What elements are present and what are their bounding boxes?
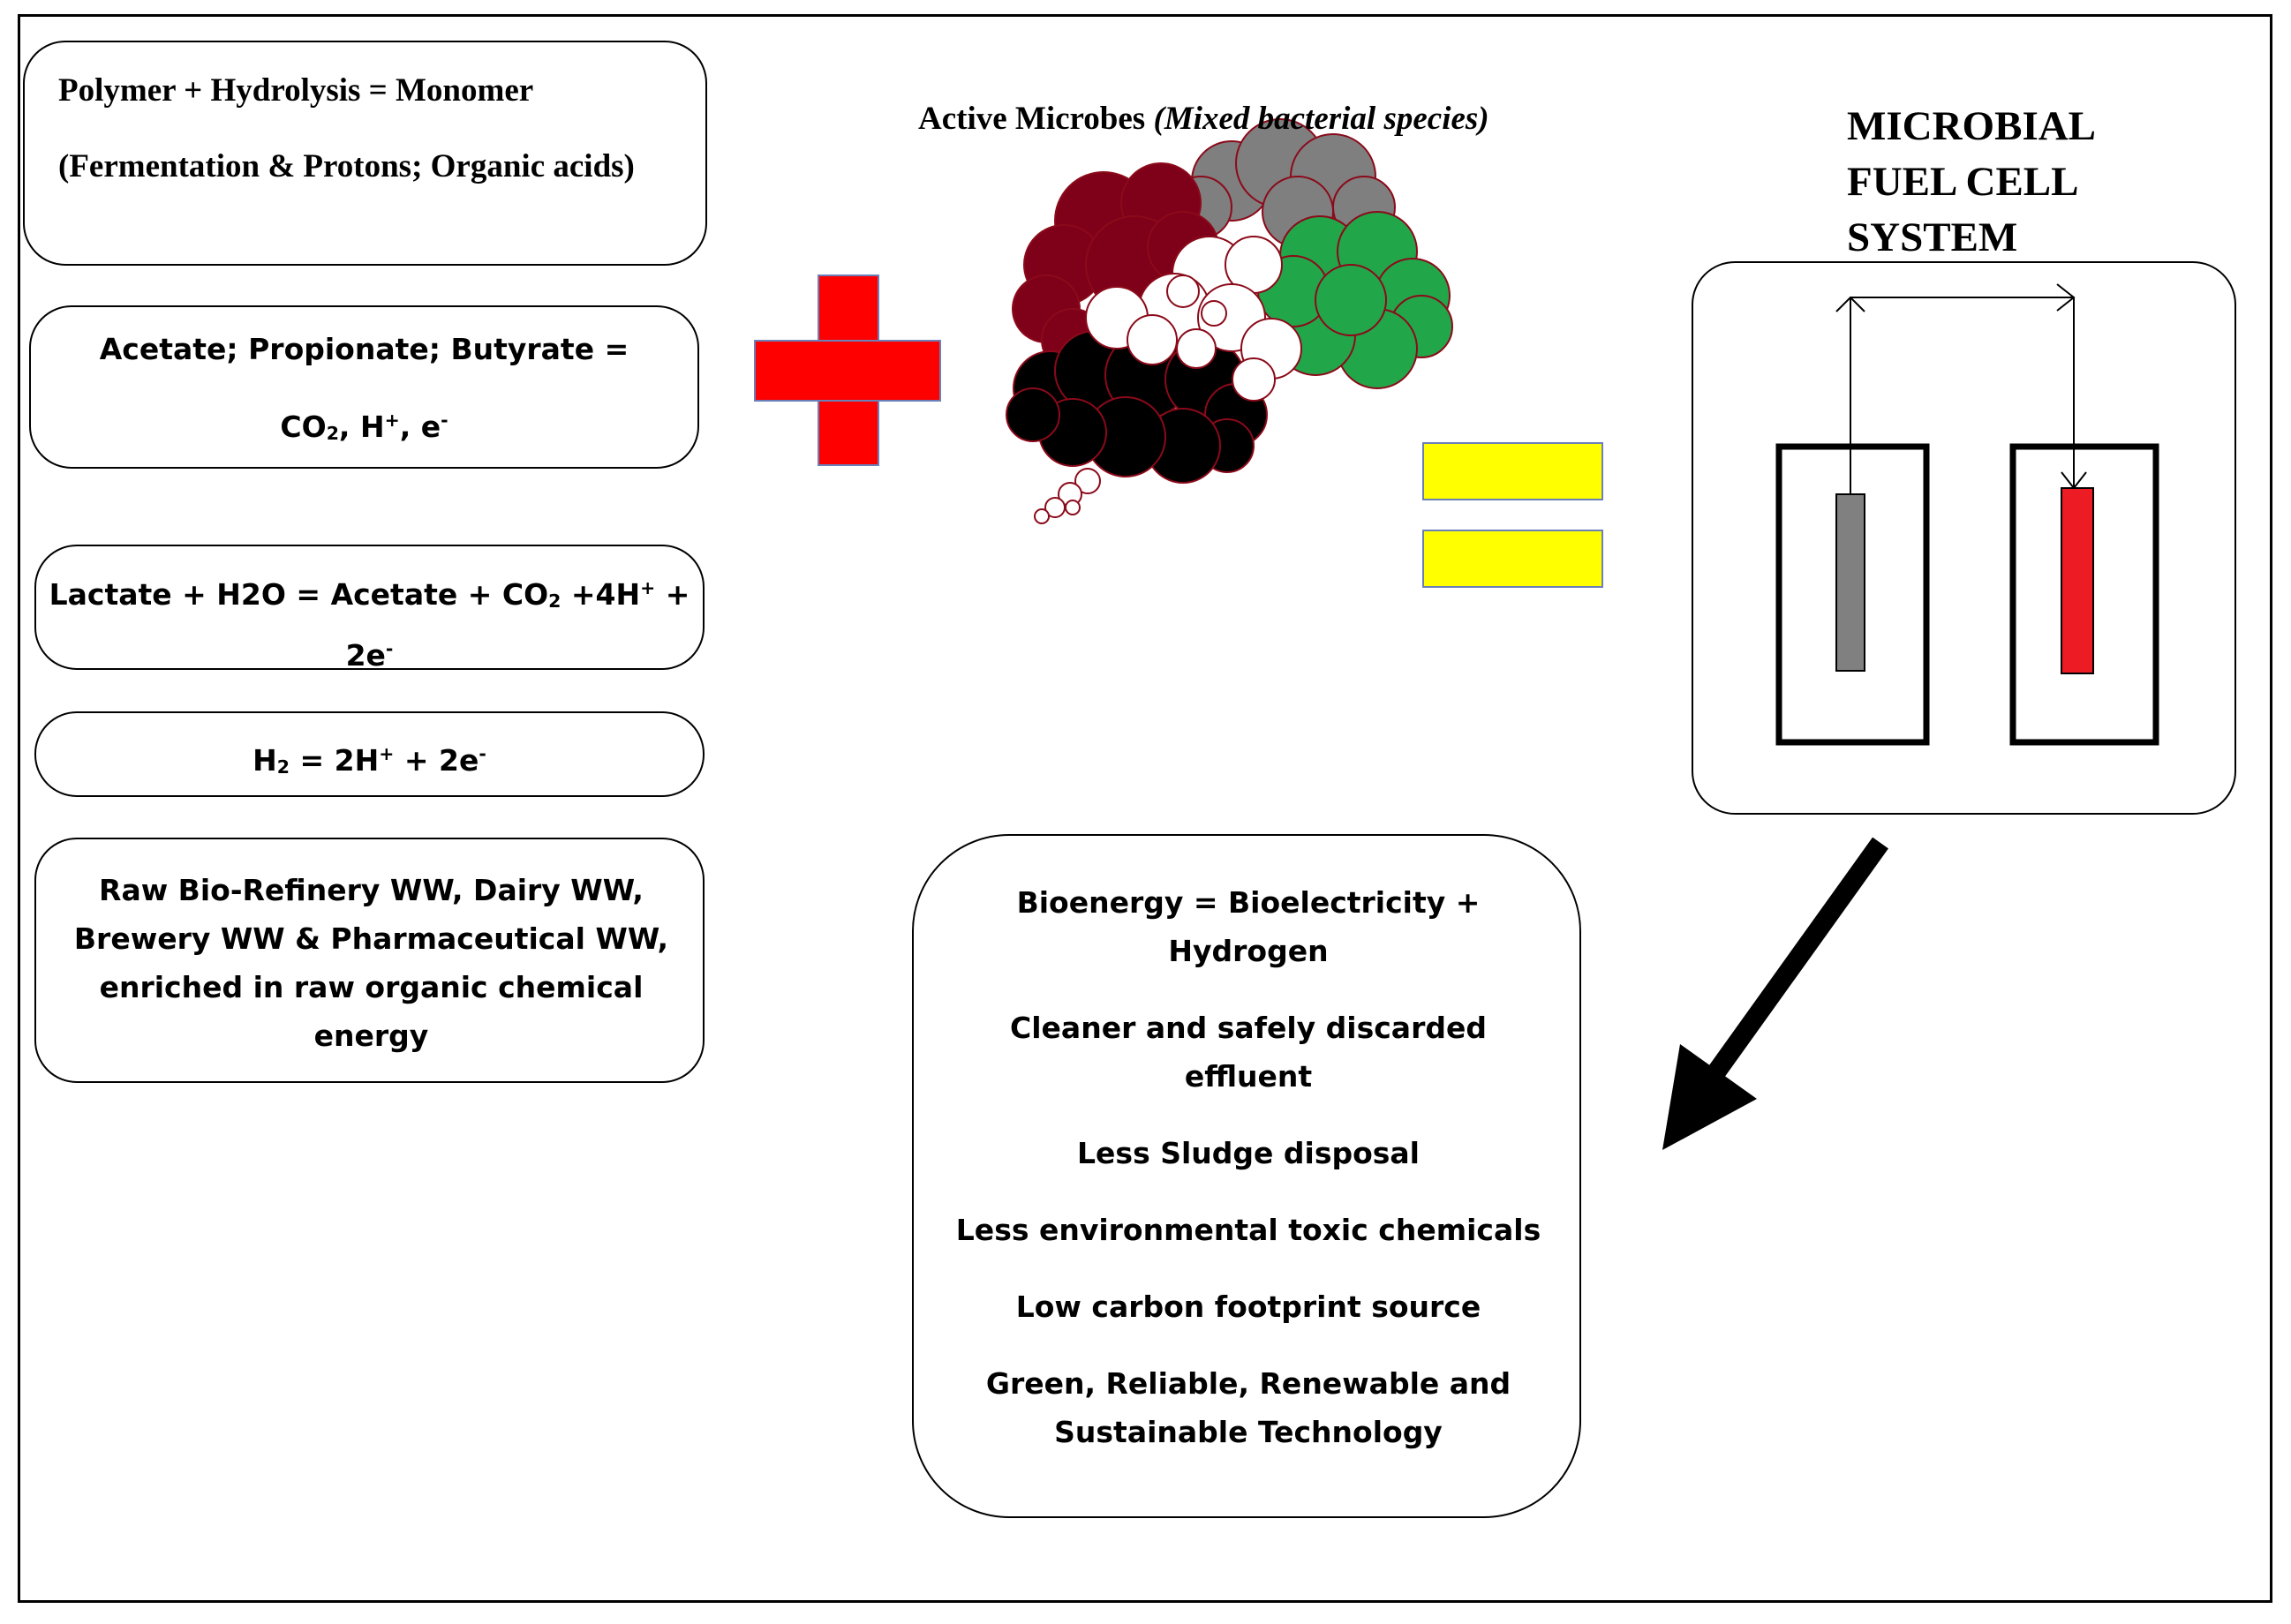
cathode-chamber <box>2009 443 2159 746</box>
diagram-frame <box>18 14 2272 1603</box>
acetate-box: Acetate; Propionate; Butyrate = CO2, H+,… <box>29 305 699 469</box>
equals-sign <box>1422 442 1603 588</box>
gray-bacteria <box>1169 118 1396 248</box>
mfc-diagram <box>1692 261 2236 815</box>
benefit-item: Low carbon footprint source <box>1015 1289 1481 1324</box>
benefit-item: Green, Reliable, Renewable and Sustainab… <box>985 1366 1511 1449</box>
benefit-item: Cleaner and safely discarded effluent <box>1010 1011 1487 1094</box>
lactate-electrons: 2e- <box>345 638 394 673</box>
benefit-item: Bioenergy = Bioelectricity + Hydrogen <box>1016 885 1481 968</box>
polymer-hydrolysis-text: Polymer + Hydrolysis = Monomer (Fermenta… <box>58 69 694 189</box>
benefit-item: Less environmental toxic chemicals <box>955 1213 1541 1247</box>
polymer-hydrolysis-box: Polymer + Hydrolysis = Monomer (Fermenta… <box>23 41 707 266</box>
lactate-text: Lactate + H2O = Acetate + CO2 +4H+ + 2e- <box>36 564 703 680</box>
hydrogen-equation: H2 = 2H+ + 2e- <box>252 743 486 778</box>
mfc-title-line-2: FUEL CELL <box>1847 159 2079 205</box>
benefits-list: Bioenergy = Bioelectricity + Hydrogen Cl… <box>949 878 1548 1456</box>
black-bacteria <box>1006 330 1268 484</box>
plus-sign <box>754 274 941 466</box>
wastewater-text: Raw Bio-Refinery WW, Dairy WW, Brewery W… <box>73 873 669 1053</box>
lactate-equation: Lactate + H2O = Acetate + CO2 +4H+ + <box>49 577 690 613</box>
microbes-title-italic: (Mixed bacterial species) <box>1153 101 1489 137</box>
lactate-box: Lactate + H2O = Acetate + CO2 +4H+ + 2e- <box>34 545 705 673</box>
microbe-cluster <box>1006 118 1453 524</box>
acetate-equation: Acetate; Propionate; Butyrate = <box>99 332 629 366</box>
anode-electrode <box>1835 493 1865 672</box>
white-bacteria <box>1085 236 1302 402</box>
mfc-outer-box <box>1692 261 2236 815</box>
benefits-box: Bioenergy = Bioelectricity + Hydrogen Cl… <box>912 834 1581 1518</box>
mfc-title-line-1: MICROBIAL <box>1847 103 2097 149</box>
polymer-equation: Polymer + Hydrolysis = Monomer <box>58 72 534 109</box>
acetate-products: CO2, H+, e- <box>280 410 448 445</box>
cathode-electrode <box>2061 487 2094 674</box>
acetate-text: Acetate; Propionate; Butyrate = CO2, H+,… <box>31 330 697 453</box>
anode-chamber <box>1775 443 1930 746</box>
hydrogen-box: H2 = 2H+ + 2e- <box>34 711 705 797</box>
external-circuit <box>1835 283 2087 494</box>
benefit-item: Less Sludge disposal <box>1077 1136 1420 1170</box>
tail-bubbles <box>1034 468 1101 524</box>
microbes-title-main: Active Microbes <box>918 101 1154 137</box>
wastewater-box: Raw Bio-Refinery WW, Dairy WW, Brewery W… <box>34 838 705 1083</box>
microbes-title: Active Microbes (Mixed bacterial species… <box>918 97 1642 141</box>
mfc-title-line-3: SYSTEM <box>1847 214 2018 260</box>
fermentation-note: (Fermentation & Protons; Organic acids) <box>58 148 635 184</box>
mfc-title: MICROBIAL FUEL CELL SYSTEM <box>1847 99 2218 266</box>
output-arrow <box>1662 837 1888 1150</box>
